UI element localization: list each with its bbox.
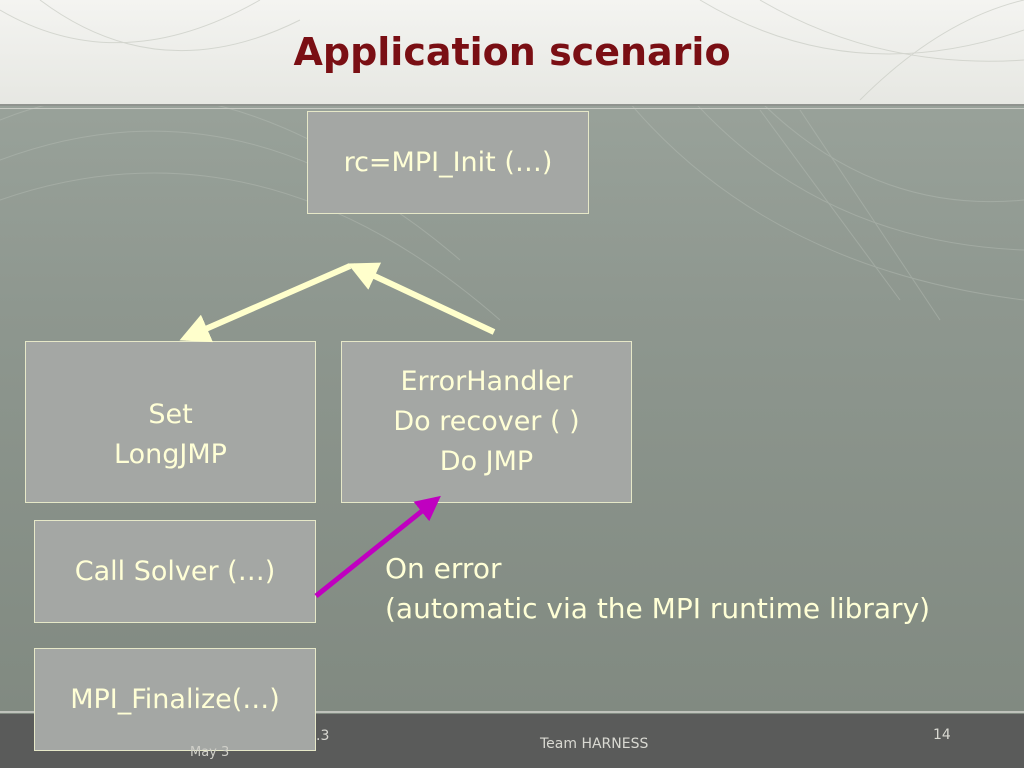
error-note: On error (automatic via the MPI runtime … xyxy=(385,549,930,629)
arrow-to-setjmp xyxy=(179,263,352,343)
mpi-init-box: rc=MPI_Init (…) xyxy=(307,111,589,214)
footer-fragment: .3 xyxy=(316,728,330,744)
footer-team: Team HARNESS xyxy=(540,736,649,752)
header-divider-light xyxy=(0,108,1024,109)
setjmp-box: Set LongJMP xyxy=(25,341,316,503)
header-band xyxy=(0,0,1024,106)
setjmp-label: Set LongJMP xyxy=(114,399,227,470)
error-note-line1: On error xyxy=(385,552,502,585)
page-number: 14 xyxy=(933,727,951,743)
mpi-finalize-label: MPI_Finalize(…) xyxy=(70,683,280,715)
header-pattern xyxy=(0,0,1024,101)
header-divider xyxy=(0,104,1024,106)
arrow-to-init xyxy=(347,262,496,335)
slide-title: Application scenario xyxy=(293,30,731,74)
error-note-line2: (automatic via the MPI runtime library) xyxy=(385,592,931,625)
footer-date: May 3 xyxy=(190,745,230,760)
error-arrow xyxy=(314,495,441,598)
error-handler-box: ErrorHandler Do recover ( ) Do JMP xyxy=(341,341,632,503)
call-solver-label: Call Solver (…) xyxy=(74,555,276,587)
footer-divider xyxy=(0,711,1024,713)
mpi-finalize-box: MPI_Finalize(…) xyxy=(34,648,316,751)
error-handler-label: ErrorHandler Do recover ( ) Do JMP xyxy=(393,366,580,477)
call-solver-box: Call Solver (…) xyxy=(34,520,316,623)
mpi-init-label: rc=MPI_Init (…) xyxy=(343,146,553,178)
